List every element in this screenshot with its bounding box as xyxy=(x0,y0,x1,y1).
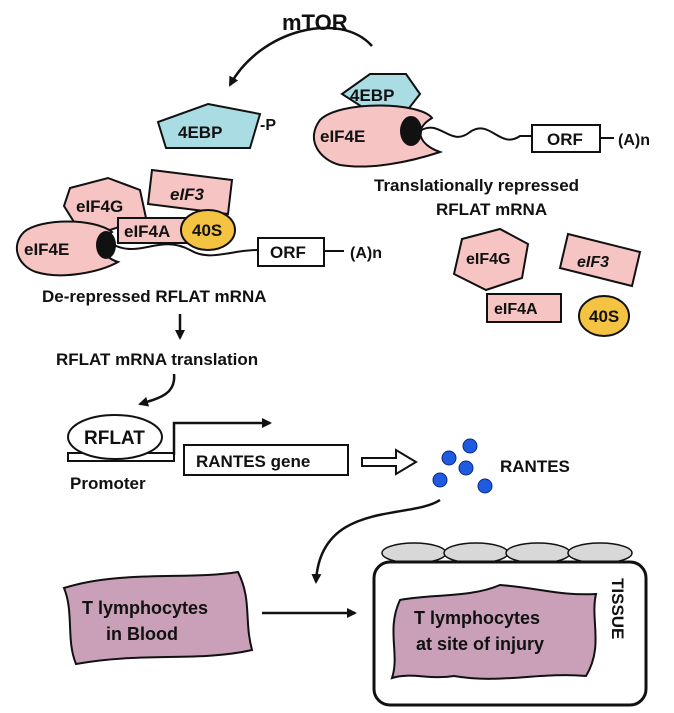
polya-repressed-label: (A)n xyxy=(618,132,650,149)
complex-40s-label: 40S xyxy=(192,221,222,240)
ebp-free-pentagon xyxy=(156,102,262,149)
t-injury-line1: T lymphocytes xyxy=(414,608,540,628)
rantes-dot xyxy=(477,478,493,494)
mtor-arrow xyxy=(228,26,373,87)
t-lymphocytes-injury-shape xyxy=(390,583,598,680)
eif4e-repressed-label: eIF4E xyxy=(320,127,365,146)
complex-eif4e-label: eIF4E xyxy=(24,240,69,259)
rflat-protein xyxy=(67,414,163,460)
rantes-gene-box xyxy=(183,444,349,476)
t-blood-line2: in Blood xyxy=(106,624,178,644)
t-blood-line1: T lymphocytes xyxy=(82,598,208,618)
tissue-cell xyxy=(443,542,509,564)
complex-eif4a-label: eIF4A xyxy=(124,222,170,241)
cap-repressed-icon xyxy=(400,116,422,146)
complex-40s-ribosome xyxy=(180,209,236,251)
complex-eif4a-box xyxy=(117,217,191,244)
tissue-cell xyxy=(567,542,633,564)
mrna-repressed-line xyxy=(419,126,535,141)
free-eif4a-box xyxy=(486,293,562,323)
rantes-label: RANTES xyxy=(500,457,570,476)
repressed-caption-line2: RFLAT mRNA xyxy=(436,200,547,219)
rantes-to-migration-arrow xyxy=(311,498,441,584)
free-eif4g-label: eIF4G xyxy=(466,251,510,268)
free-eif3-label: eIF3 xyxy=(577,254,609,271)
promoter-label: Promoter xyxy=(70,474,146,493)
mtor-label: mTOR xyxy=(282,10,348,35)
t-injury-line2: at site of injury xyxy=(416,634,544,654)
derepressed-caption: De-repressed RFLAT mRNA xyxy=(42,287,267,306)
repressed-caption-line1: Translationally repressed xyxy=(374,176,579,195)
tissue-cell xyxy=(381,542,447,564)
orf-derepressed-label: ORF xyxy=(270,243,306,262)
rantes-dot xyxy=(462,438,478,454)
free-eif3-shape xyxy=(558,232,642,288)
free-eif4g-shape xyxy=(452,227,530,292)
rantes-gene-label: RANTES gene xyxy=(196,452,310,471)
translation-to-rflat-arrow xyxy=(138,373,176,407)
rantes-dot xyxy=(458,460,474,476)
tissue-cell xyxy=(505,542,571,564)
rantes-dot xyxy=(441,450,457,466)
rflat-label: RFLAT xyxy=(84,428,145,449)
mrna-derepressed-line xyxy=(113,243,259,257)
polya-derepressed-label: (A)n xyxy=(350,245,382,262)
orf-repressed-label: ORF xyxy=(547,130,583,149)
expression-hollow-arrow xyxy=(361,448,418,476)
cap-derepressed-icon xyxy=(96,231,116,259)
transcription-start-arrow xyxy=(172,418,272,455)
rantes-dot xyxy=(432,472,448,488)
t-lymphocytes-blood-shape xyxy=(62,570,254,666)
free-40s-ribosome xyxy=(578,295,630,337)
phospho-label: -P xyxy=(260,117,276,134)
free-40s-label: 40S xyxy=(589,307,619,326)
translation-caption: RFLAT mRNA translation xyxy=(56,350,258,369)
free-eif4a-label: eIF4A xyxy=(494,301,538,318)
complex-eif3-shape xyxy=(146,168,234,216)
orf-repressed-box xyxy=(531,124,601,153)
complex-eif4g-label: eIF4G xyxy=(76,197,123,216)
ebp-free-label: 4EBP xyxy=(178,123,222,142)
ebp-bound-label: 4EBP xyxy=(350,86,394,105)
complex-eif3-label: eIF3 xyxy=(170,185,205,204)
tissue-label: TISSUE xyxy=(608,578,627,639)
